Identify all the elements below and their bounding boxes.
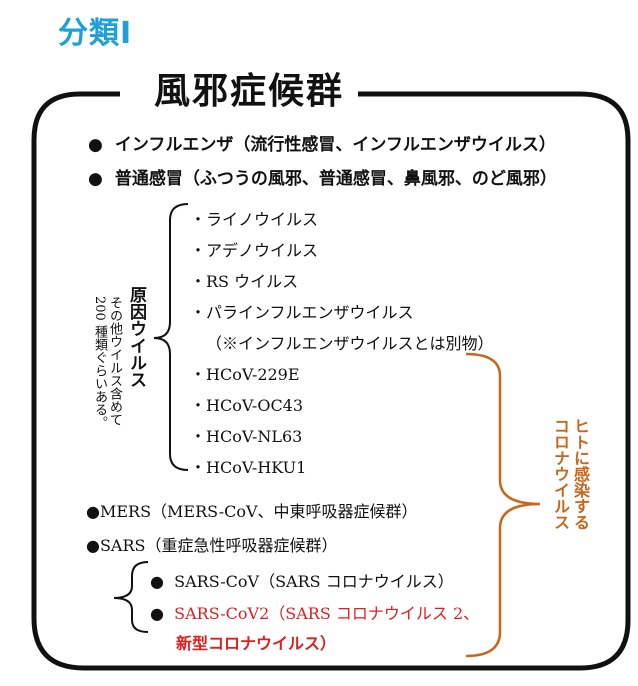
- diagram-title: 風邪症候群: [140, 62, 359, 114]
- bullet-icon: ●: [150, 572, 164, 591]
- frame-border: [31, 91, 631, 671]
- sars-brace: [113, 561, 149, 633]
- bullet-icon: ●: [88, 169, 103, 189]
- cause-brace: [153, 203, 189, 471]
- human-label-line1: ヒトに感染する: [571, 418, 590, 530]
- sars-cov2-label-line2: 新型コロナウイルス）: [176, 634, 337, 653]
- sars-cov-item: ● SARS-CoV（SARS コロナウイルス）: [150, 568, 454, 592]
- cause-virus-label: 原因ウイルス: [126, 286, 146, 388]
- virus-parainfluenza: ・パラインフルエンザウイルス: [190, 303, 414, 322]
- virus-hcov-229e: ・HCoV-229E: [190, 365, 300, 384]
- influenza-label: インフルエンザ（流行性感冒、インフルエンザウイルス）: [114, 135, 556, 155]
- virus-hcov-oc43: ・HCoV-OC43: [190, 396, 304, 415]
- common-cold-label: 普通感冒（ふつうの風邪、普通感冒、鼻風邪、のど風邪）: [114, 169, 557, 189]
- cause-note-line2: 200 種類ぐらいある。: [92, 296, 107, 429]
- mers-item: ●MERS（MERS-CoV、中東呼吸器症候群）: [86, 502, 418, 521]
- human-coronavirus-brace: [465, 352, 541, 658]
- sars-cov2-label: SARS-CoV2（SARS コロナウイルス 2、: [174, 604, 480, 623]
- cause-note-line1: その他ウイルス含めて: [107, 296, 122, 426]
- sars-item: ●SARS（重症急性呼吸器症候群）: [86, 536, 338, 555]
- human-label-line2: コロナウイルス: [551, 418, 570, 530]
- virus-hcov-hku1: ・HCoV-HKU1: [190, 458, 307, 477]
- virus-rs: ・RS ウイルス: [190, 272, 299, 291]
- human-coronavirus-label: ヒトに感染するコロナウイルス: [550, 418, 590, 530]
- influenza-item: ● インフルエンザ（流行性感冒、インフルエンザウイルス）: [88, 130, 556, 155]
- sars-cov-label: SARS-CoV（SARS コロナウイルス）: [174, 572, 454, 591]
- bullet-icon: ●: [88, 135, 103, 155]
- bullet-icon: ●: [150, 604, 164, 623]
- virus-rhinovirus: ・ライノウイルス: [190, 210, 319, 229]
- virus-parainfluenza-note: （※インフルエンザウイルスとは別物）: [206, 334, 494, 353]
- common-cold-item: ● 普通感冒（ふつうの風邪、普通感冒、鼻風邪、のど風邪）: [88, 164, 557, 189]
- virus-adenovirus: ・アデノウイルス: [190, 241, 319, 260]
- category-heading: 分類Ⅰ: [58, 16, 133, 51]
- virus-hcov-nl63: ・HCoV-NL63: [190, 427, 303, 446]
- sars-cov2-item: ● SARS-CoV2（SARS コロナウイルス 2、: [150, 600, 479, 624]
